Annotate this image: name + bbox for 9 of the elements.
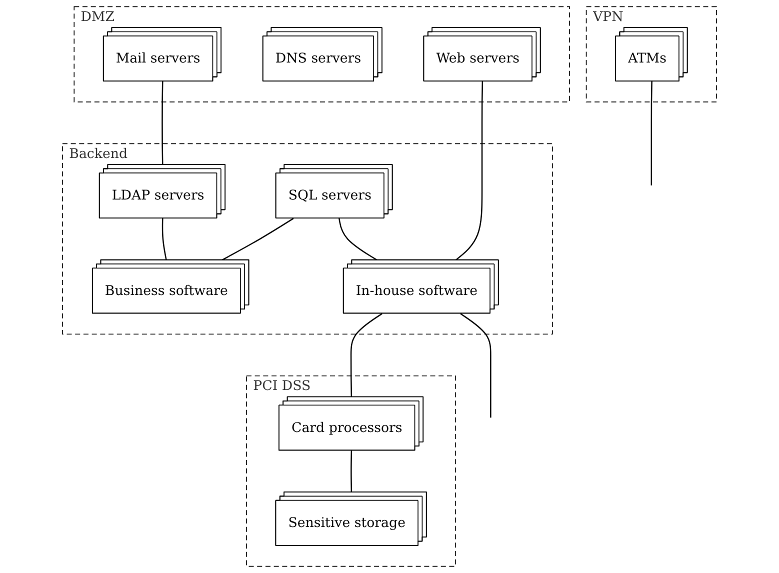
connector [350,450,352,492]
connector [650,81,652,186]
connector [350,313,382,398]
connector [221,218,294,261]
connector [455,81,484,261]
connector [162,218,167,260]
connector [162,81,164,165]
connector [460,313,492,418]
connector [338,218,378,261]
